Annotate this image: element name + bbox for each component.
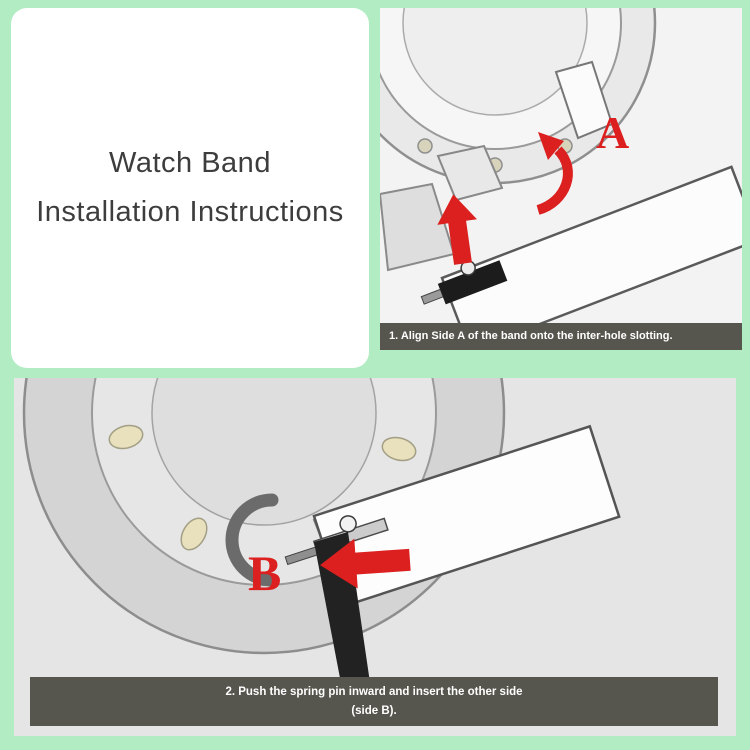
watch-case: [380, 8, 657, 185]
bezel-screw: [417, 138, 433, 154]
caseback-slot: [108, 424, 144, 450]
step2-side-label: B: [248, 545, 282, 601]
band-adapter: [437, 260, 508, 305]
step2-illustration: [22, 378, 621, 720]
left-arrow-icon: [320, 538, 411, 589]
title-card: Watch Band Installation Instructions: [11, 8, 369, 368]
step2-caption: 2. Push the spring pin inward and insert…: [30, 677, 718, 726]
caseback-slot: [381, 436, 417, 462]
step1-panel: A 1. Align Side A of the band onto the i…: [380, 8, 742, 350]
watch-lug-bottom: [436, 144, 504, 202]
step2-panel: B 2. Push the spring pin inward and inse…: [14, 378, 736, 736]
lug-hook: [225, 493, 279, 587]
title-line-2: Installation Instructions: [36, 196, 344, 228]
band-tip-dark: [314, 532, 374, 720]
step2-caption-line1: 2. Push the spring pin inward and insert…: [225, 686, 523, 699]
step1-caption: 1. Align Side A of the band onto the int…: [380, 323, 742, 350]
step1-side-label: A: [596, 107, 630, 158]
watch-lug-right: [554, 60, 614, 140]
up-arrow-icon: [437, 194, 477, 265]
watch-strap-stub: [380, 182, 456, 272]
step2-caption-line2: (side B).: [351, 704, 397, 717]
spring-bar-knob: [339, 515, 357, 533]
caseback-slot: [180, 517, 208, 551]
band-side-a: [420, 165, 742, 350]
title-line-1: Watch Band: [109, 147, 271, 179]
rotate-arrow-icon: [536, 132, 573, 215]
step1-illustration: [380, 8, 742, 350]
